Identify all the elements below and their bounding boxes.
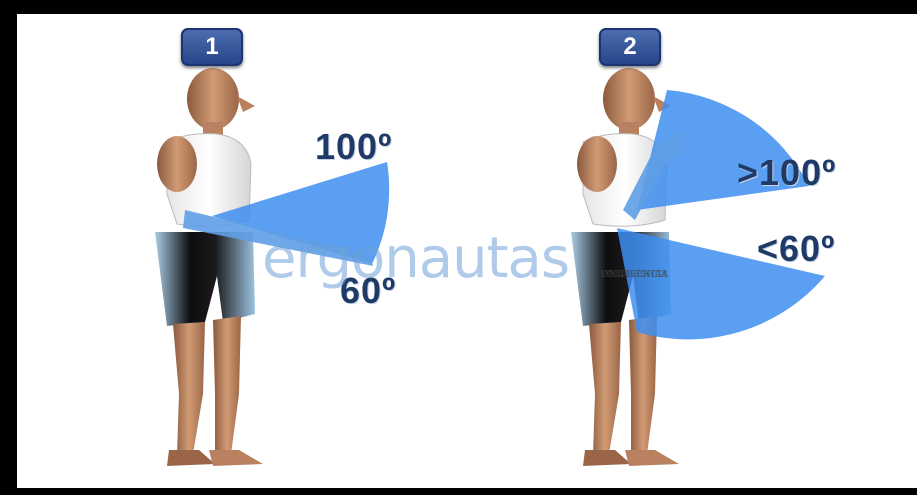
figure-1-body — [155, 68, 263, 466]
panel-2-badge: 2 — [599, 28, 661, 66]
panel-1-badge: 1 — [181, 28, 243, 66]
panel-2-upper-angle: >100º — [737, 152, 836, 194]
panel-1-upper-angle: 100º — [315, 126, 392, 168]
diagram-canvas: 1 2 100º 60º >100º <60º ergonautas UNIVE… — [17, 14, 917, 488]
watermark-line-3: DE VALÈNCIA — [601, 270, 667, 280]
panel-2-lower-angle: <60º — [757, 228, 835, 270]
watermark-brand: ergonautas — [262, 226, 569, 291]
